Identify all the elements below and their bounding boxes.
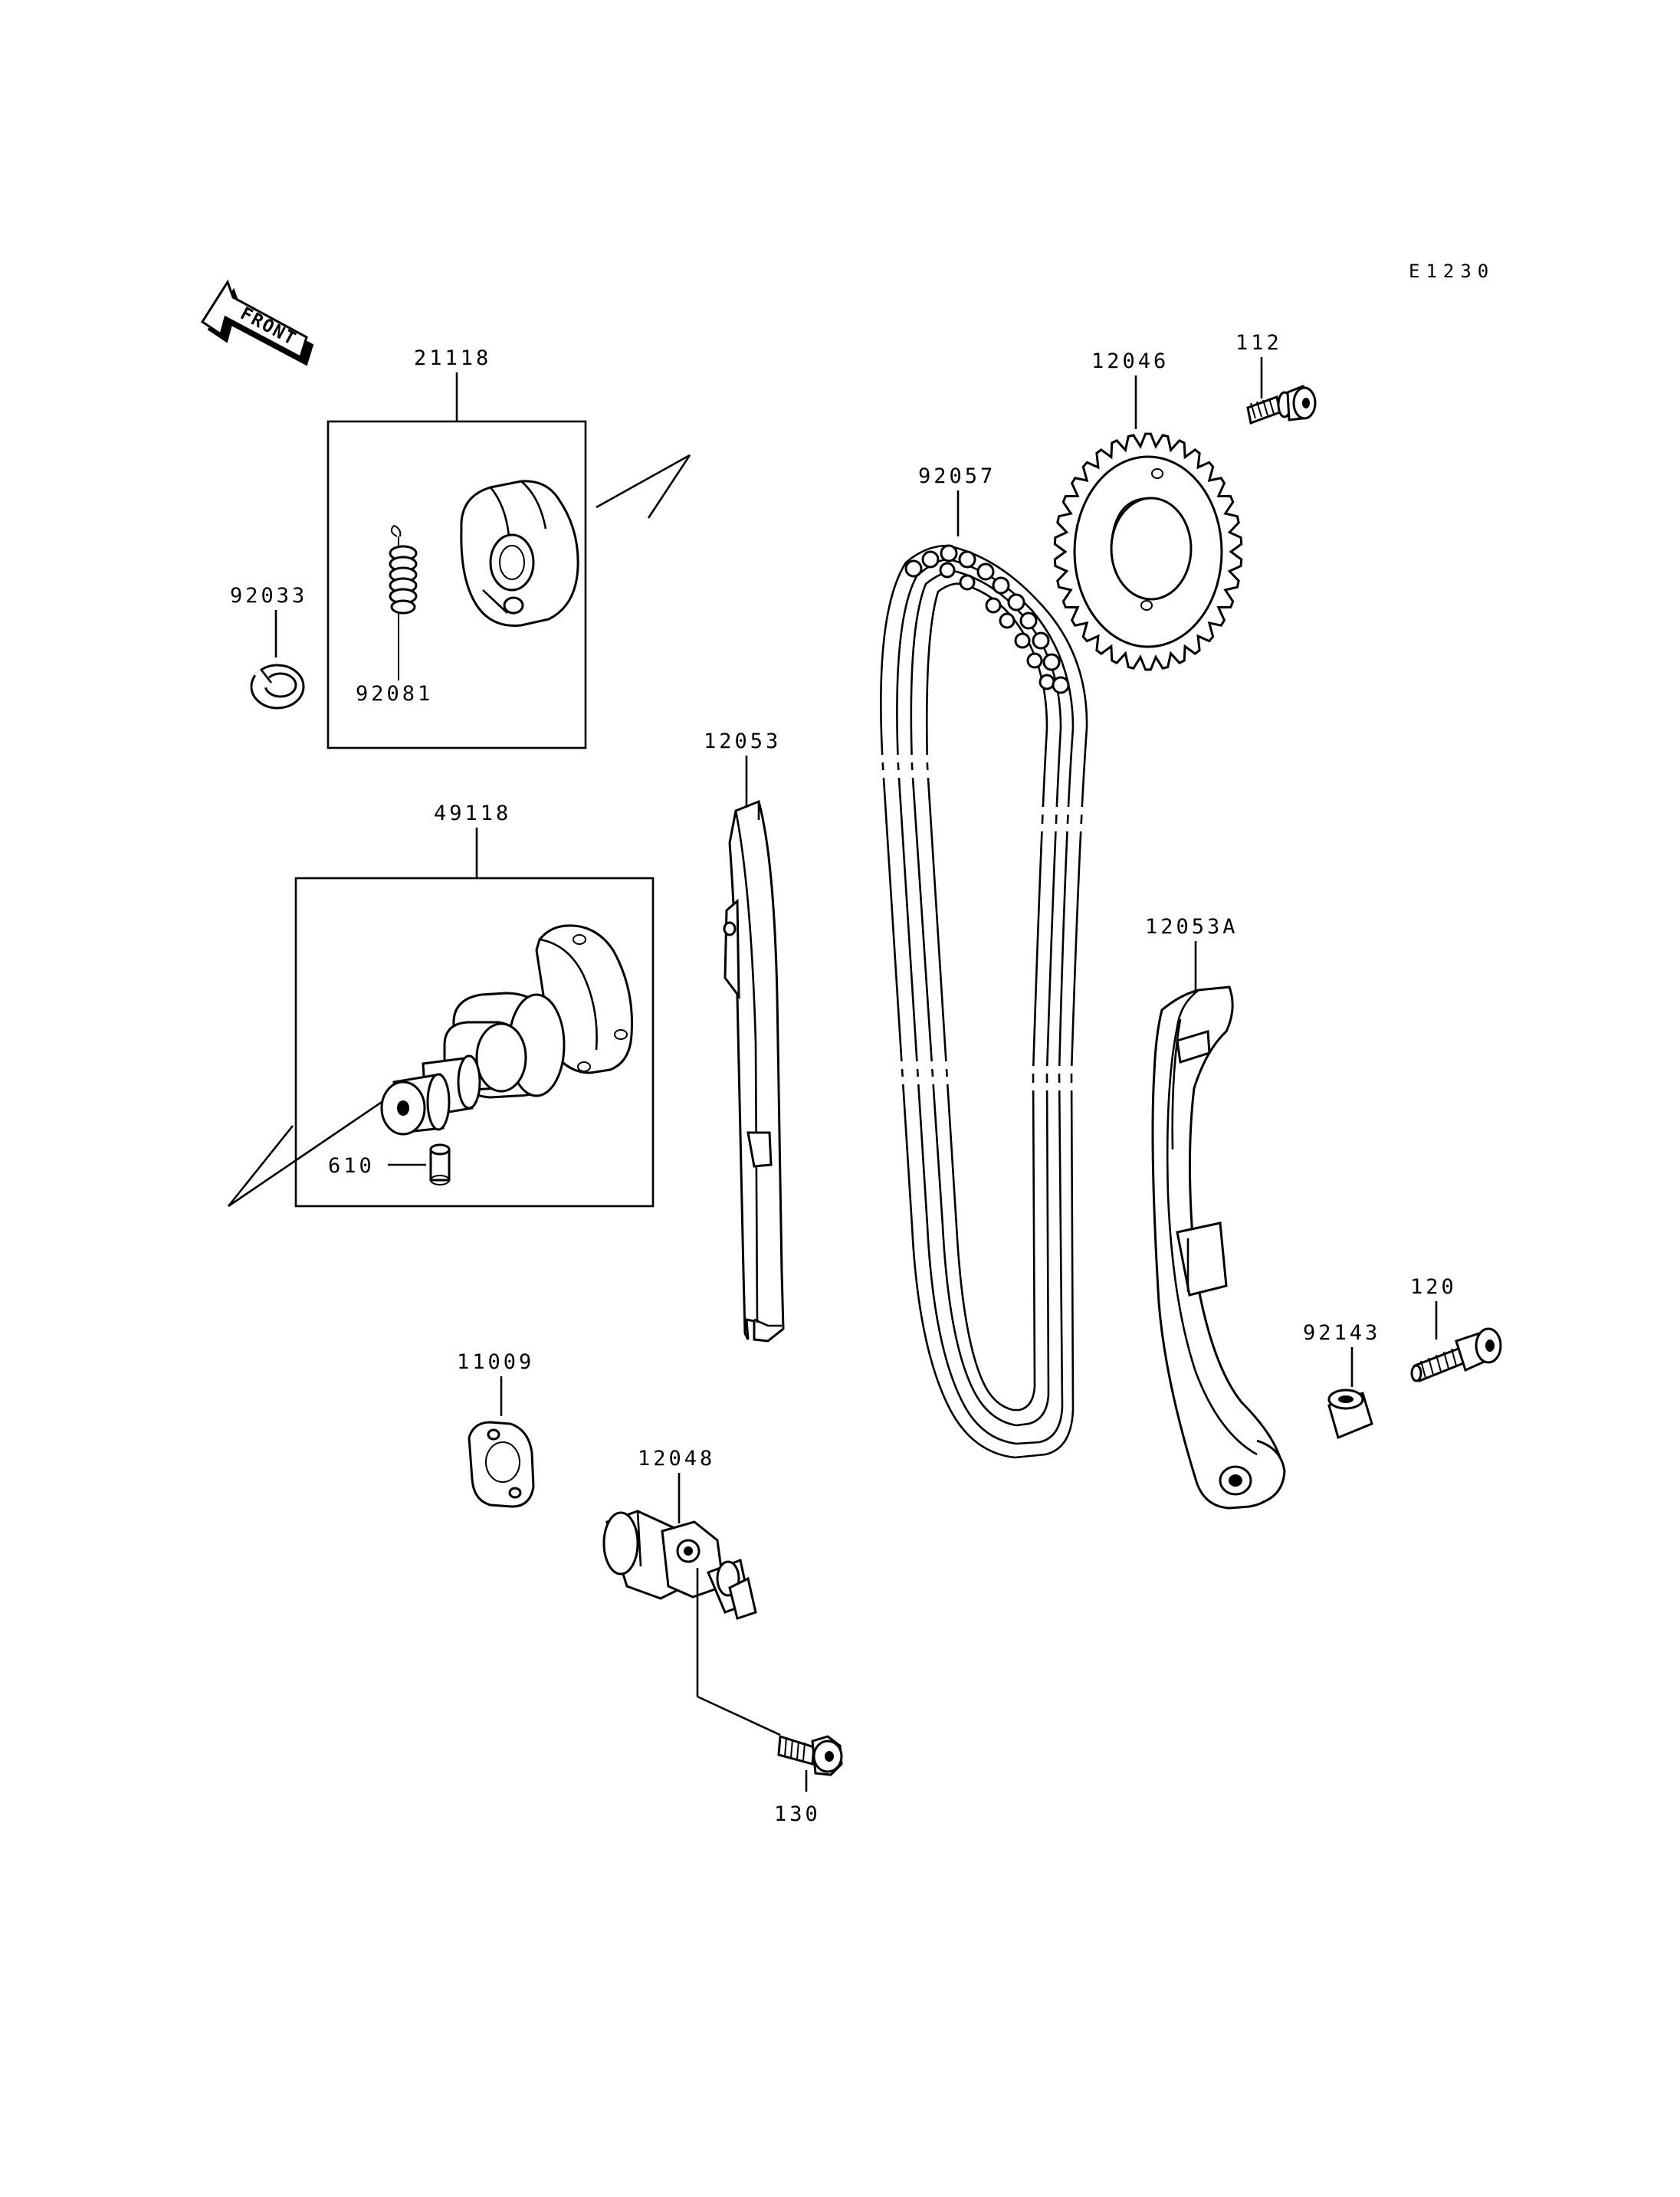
circlip-92033-icon <box>250 664 305 710</box>
cam-chain-tensioner-12048-icon <box>602 1510 781 1736</box>
cam-sprocket-12046-icon <box>1053 432 1243 671</box>
part-130-group[interactable]: 130 <box>774 1735 843 1826</box>
timing-chain-92057-icon <box>880 544 1088 1459</box>
spring-92081-icon <box>389 524 418 680</box>
part-12048-group[interactable]: 12048 <box>602 1447 781 1736</box>
label-130: 130 <box>774 1802 821 1826</box>
part-12053-group[interactable]: 12053 <box>704 730 785 1343</box>
part-12053A-group[interactable]: 12053A <box>1145 915 1286 1510</box>
label-11009: 11009 <box>457 1350 534 1374</box>
part-120-group[interactable]: 120 <box>1410 1275 1502 1383</box>
pin-610-icon <box>429 1143 451 1185</box>
label-112: 112 <box>1235 331 1282 355</box>
label-92081: 92081 <box>356 682 433 706</box>
label-92033: 92033 <box>230 584 307 608</box>
label-120: 120 <box>1410 1275 1457 1299</box>
decompressor-weight-icon <box>460 480 579 627</box>
part-92033-group[interactable]: 92033 <box>230 584 307 710</box>
label-12053A: 12053A <box>1145 915 1239 939</box>
label-12048: 12048 <box>638 1447 715 1471</box>
diagram-code: E1230 <box>1409 261 1495 282</box>
label-610: 610 <box>328 1154 375 1178</box>
bolt-130-icon <box>777 1735 843 1776</box>
label-12046: 12046 <box>1091 349 1169 373</box>
label-21118: 21118 <box>414 346 491 370</box>
box-21118 <box>326 420 587 749</box>
part-92057-group[interactable]: 92057 <box>880 464 1088 1459</box>
label-49118: 49118 <box>434 802 511 825</box>
label-92143: 92143 <box>1303 1321 1380 1345</box>
collar-92143-icon <box>1327 1389 1373 1440</box>
camshaft-icon <box>380 924 633 1136</box>
gasket-11009-icon <box>468 1421 535 1508</box>
part-21118-group[interactable]: 21118 92081 <box>326 346 691 749</box>
chain-guide-12053-icon <box>723 799 785 1343</box>
label-12053: 12053 <box>704 730 781 753</box>
box-49118 <box>294 877 655 1208</box>
bolt-112-icon <box>1246 385 1317 425</box>
chain-guide-12053A-icon <box>1151 985 1286 1510</box>
part-49118-group[interactable]: 49118 610 <box>227 802 655 1208</box>
part-112-group[interactable]: 112 <box>1235 331 1317 425</box>
front-arrow-icon: FRONT <box>200 279 314 366</box>
part-11009-group[interactable]: 11009 <box>457 1350 535 1508</box>
bolt-120-icon <box>1410 1327 1502 1383</box>
part-92143-group[interactable]: 92143 <box>1303 1321 1380 1440</box>
label-92057: 92057 <box>918 464 996 488</box>
part-12046-group[interactable]: 12046 <box>1053 349 1243 671</box>
